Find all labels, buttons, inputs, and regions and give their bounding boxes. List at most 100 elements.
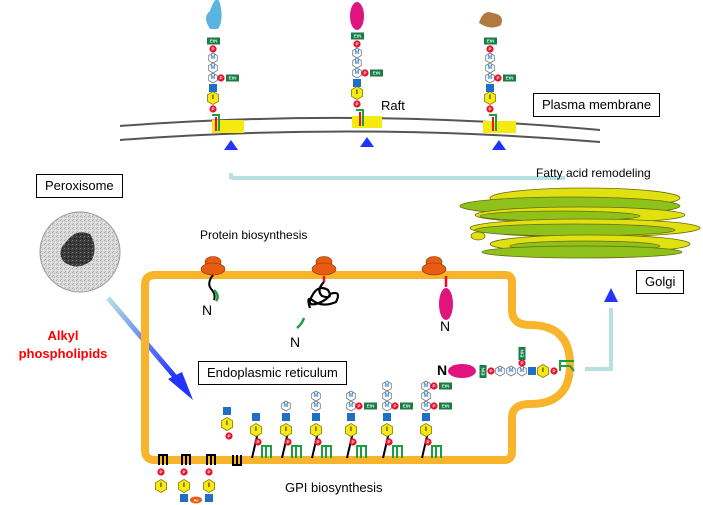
svg-text:M: M [355,70,360,76]
transport-to-plasma-membrane-arrows [224,137,565,180]
signal-peptide-icon [213,289,219,302]
svg-text:M: M [211,55,216,61]
endoplasmic-reticulum-label: Endoplasmic reticulum [198,361,347,385]
svg-text:EtN: EtN [210,39,218,44]
gpi-intermediate: PI [249,413,272,459]
ribosome [421,256,447,276]
fatty-acid-remodeling-label: Fatty acid remodeling [536,166,651,180]
svg-text:P: P [488,107,491,112]
mannose-icon: M [352,47,362,59]
gpi-intermediate: PI [202,454,216,502]
svg-text:I: I [489,95,491,101]
peroxisome-label: Peroxisome [36,174,123,198]
mannose-icon: M [382,380,392,392]
svg-text:P: P [159,470,162,475]
diacylglycerol-icon [321,445,332,458]
svg-text:I: I [212,95,214,101]
svg-text:P: P [355,102,358,107]
lipid-tail-icon [212,114,220,131]
phosphate-icon: P [518,359,526,367]
diacylglycerol-icon [392,445,403,458]
svg-text:I: I [183,483,185,489]
svg-text:P: P [387,440,390,445]
mannose-icon: M [346,400,356,412]
svg-text:M: M [385,393,390,399]
inositol-icon: I [309,423,323,437]
inositol-icon: I [344,423,358,437]
alkyl-label-line1: Alkyl [47,328,79,343]
svg-text:M: M [355,60,360,66]
inositol-icon: I [202,479,216,493]
n-terminus-label: N [437,362,448,378]
ethanolamine-icon: EtN [207,37,220,45]
glucosamine-icon [528,367,536,375]
mannose-icon: M [311,400,321,412]
mannose-icon: M [382,400,392,412]
svg-text:M: M [509,368,514,374]
glucosamine-icon [252,413,260,421]
glucosamine-icon [282,413,290,421]
lipid-tail-icon [489,114,497,131]
svg-text:P: P [211,107,214,112]
gpi-intermediate: PIM [279,400,302,459]
glucosamine-icon [486,84,494,92]
mannose-icon: M [421,380,431,392]
ethanolamine-icon: EtN [518,347,526,360]
svg-text:M: M [355,50,360,56]
golgi-label: Golgi [636,270,685,294]
mannose-icon: M [506,365,516,377]
ribosome-large-subunit-icon [200,262,226,276]
svg-text:M: M [349,393,354,399]
svg-text:I: I [425,427,427,433]
er-to-golgi-arrow [585,288,618,371]
glucosamine-icon [209,84,217,92]
svg-text:P: P [227,434,230,439]
ribosome-large-subunit-icon [311,262,337,276]
mannose-icon: M [281,400,291,412]
mannose-icon: M [208,52,218,64]
mannose-icon: M [311,390,321,402]
phosphate-icon: P [486,105,494,113]
svg-text:P: P [351,440,354,445]
n-terminus-label: N [290,334,301,350]
svg-text:I: I [356,90,358,96]
alkyl-arrow-head [168,372,193,400]
raft-patch [483,121,516,133]
mannose-icon: M [421,400,431,412]
svg-text:P: P [256,440,259,445]
svg-text:I: I [386,427,388,433]
phosphate-icon: P [225,432,233,440]
lipid-tail-icon [356,109,364,126]
phosphate-icon: P [486,45,494,53]
svg-text:M: M [211,75,216,81]
svg-text:EtN: EtN [506,76,514,81]
svg-text:P: P [207,470,210,475]
mannose-icon: M [346,390,356,402]
svg-text:M: M [385,403,390,409]
svg-text:P: P [432,384,435,389]
svg-text:M: M [424,383,429,389]
svg-text:EtN: EtN [403,404,411,409]
phosphate-icon: P [254,438,262,446]
ribosome [311,256,337,276]
n-terminus-label: N [440,318,451,334]
phosphate-icon: P [391,402,399,410]
svg-text:M: M [488,75,493,81]
ribosomes [200,256,453,329]
svg-text:P: P [426,440,429,445]
svg-text:EtN: EtN [442,404,450,409]
phosphate-icon: P [349,438,357,446]
glucosamine-icon [383,413,391,421]
svg-text:P: P [393,404,396,409]
inositol-icon: I [249,423,263,437]
folding-protein-icon [307,281,340,309]
phosphate-icon: P [217,74,225,82]
svg-text:P: P [520,361,523,366]
svg-text:P: P [357,404,360,409]
